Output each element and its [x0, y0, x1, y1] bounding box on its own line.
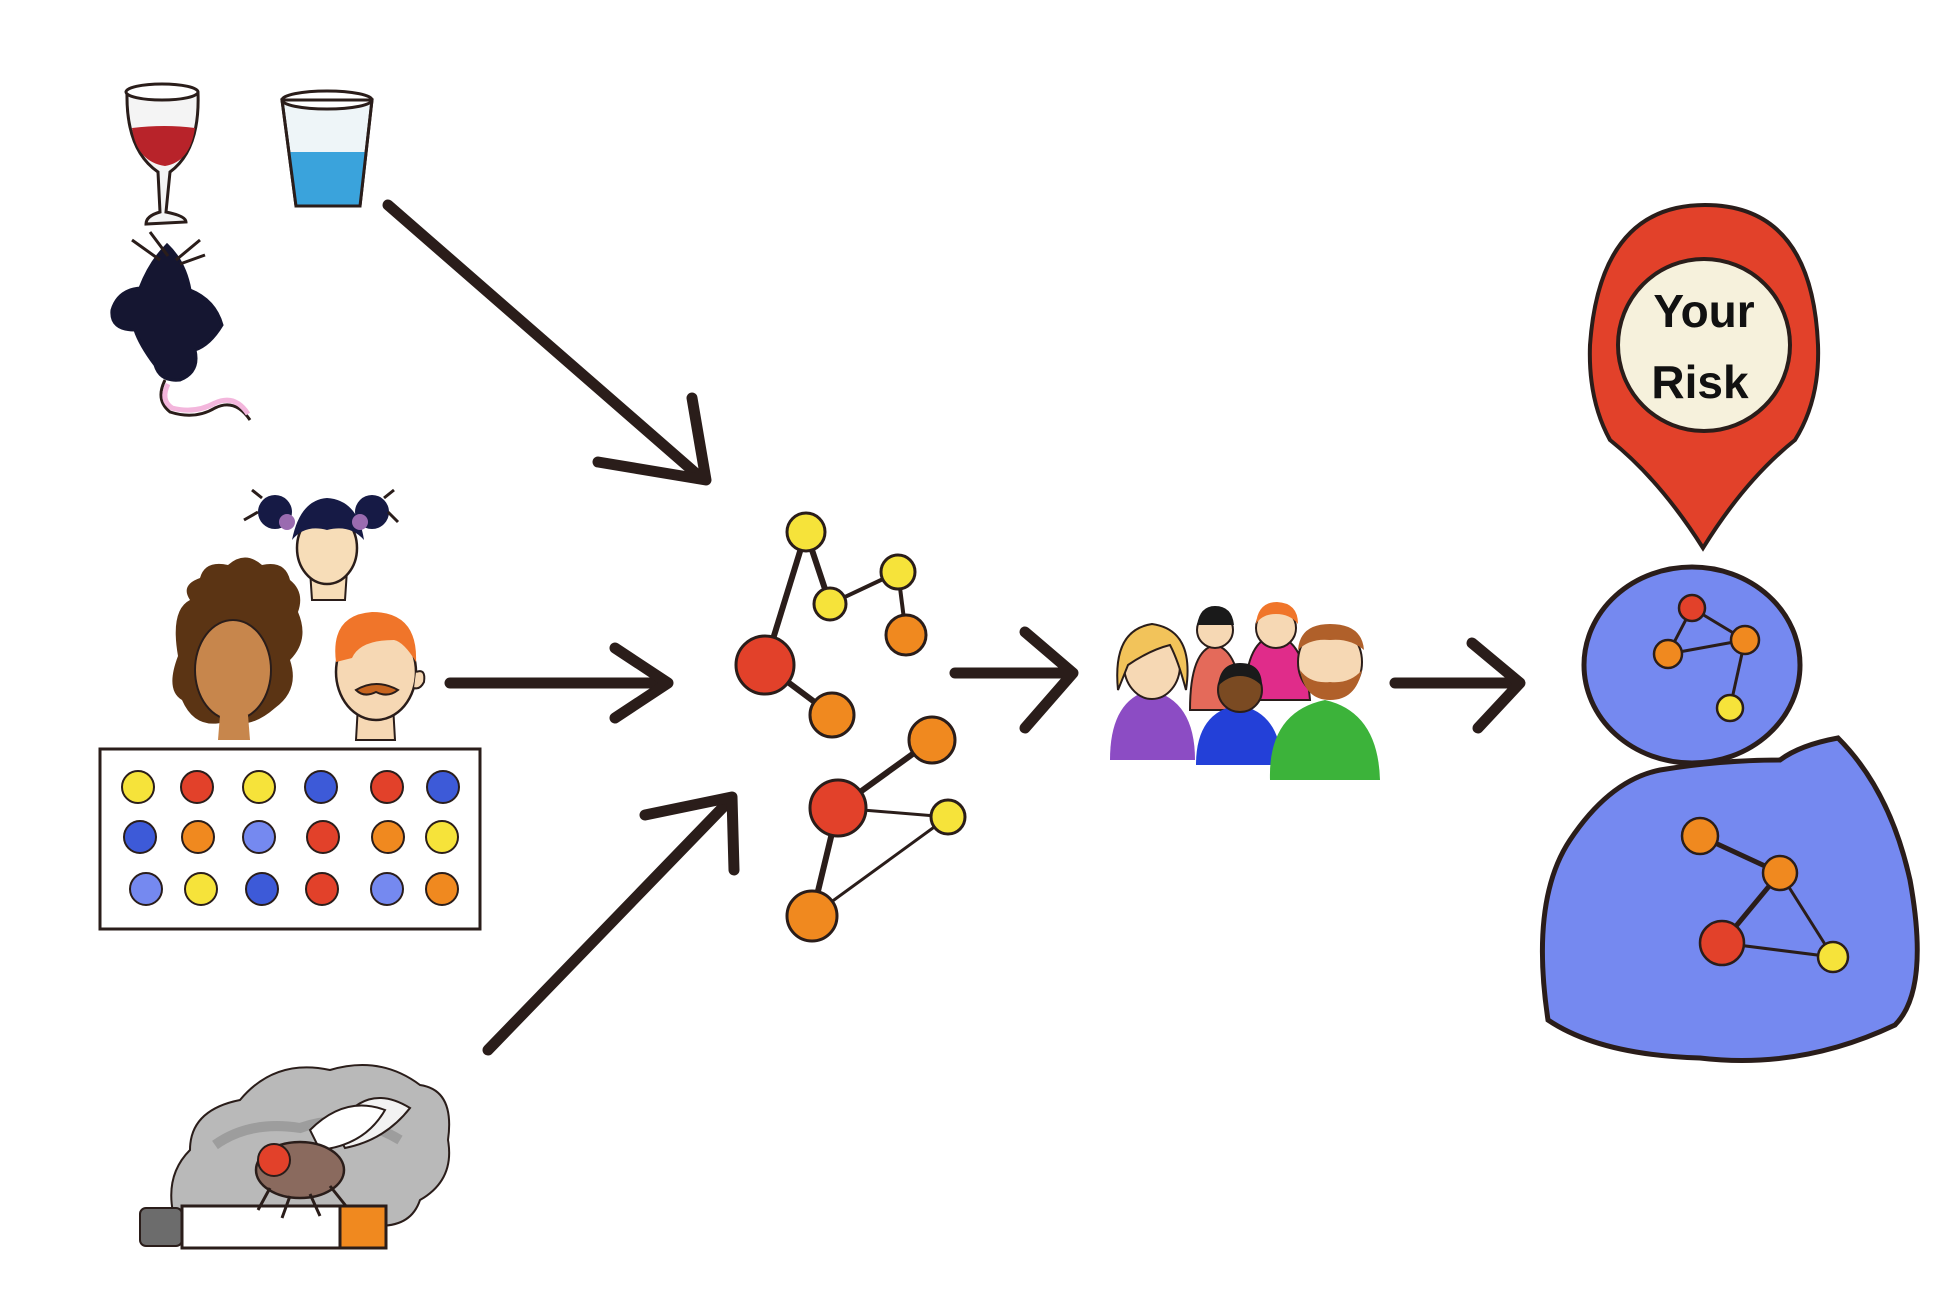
population-icon [1110, 602, 1380, 780]
water-glass-icon [280, 89, 374, 208]
fly-icon [254, 1096, 412, 1219]
network-icon [734, 511, 967, 943]
mouse-icon [110, 231, 252, 421]
arrow-bottom [482, 791, 740, 1056]
arrow-to-person [1389, 637, 1526, 734]
location-pin-icon: Your Risk [1587, 202, 1821, 552]
person-icon [1539, 564, 1920, 1064]
genotype-grid-icon [98, 747, 482, 931]
man-icon [334, 612, 426, 741]
child-icon [243, 488, 400, 601]
woman-icon [172, 557, 303, 740]
cigarette-icon [139, 1204, 388, 1250]
arrow-to-population [949, 626, 1079, 734]
pin-label-line2: Risk [1651, 356, 1749, 408]
arrow-middle [444, 642, 674, 724]
arrow-top [382, 199, 712, 486]
pin-label-line1: Your [1653, 285, 1754, 337]
wine-glass-icon [124, 82, 200, 226]
